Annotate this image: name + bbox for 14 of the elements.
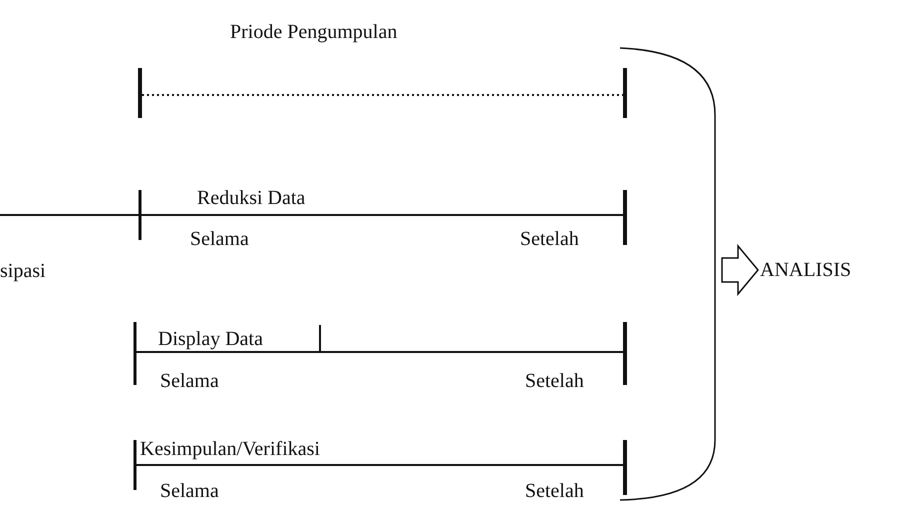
stage-label: Selama [190,227,249,251]
side-label: sipasi [0,259,46,283]
stage-label: Setelah [525,369,584,393]
row-heading: Display Data [158,327,263,351]
stage-label: Setelah [525,479,584,503]
row-heading: Kesimpulan/Verifikasi [140,437,320,461]
stage-label: Setelah [520,227,579,251]
curly-brace [620,47,716,501]
stage-label: Selama [160,369,219,393]
stage-label: Selama [160,479,219,503]
row-heading: Reduksi Data [197,186,306,210]
title: Priode Pengumpulan [230,20,398,44]
result-label: ANALISIS [760,258,852,282]
block-arrow [721,244,759,296]
